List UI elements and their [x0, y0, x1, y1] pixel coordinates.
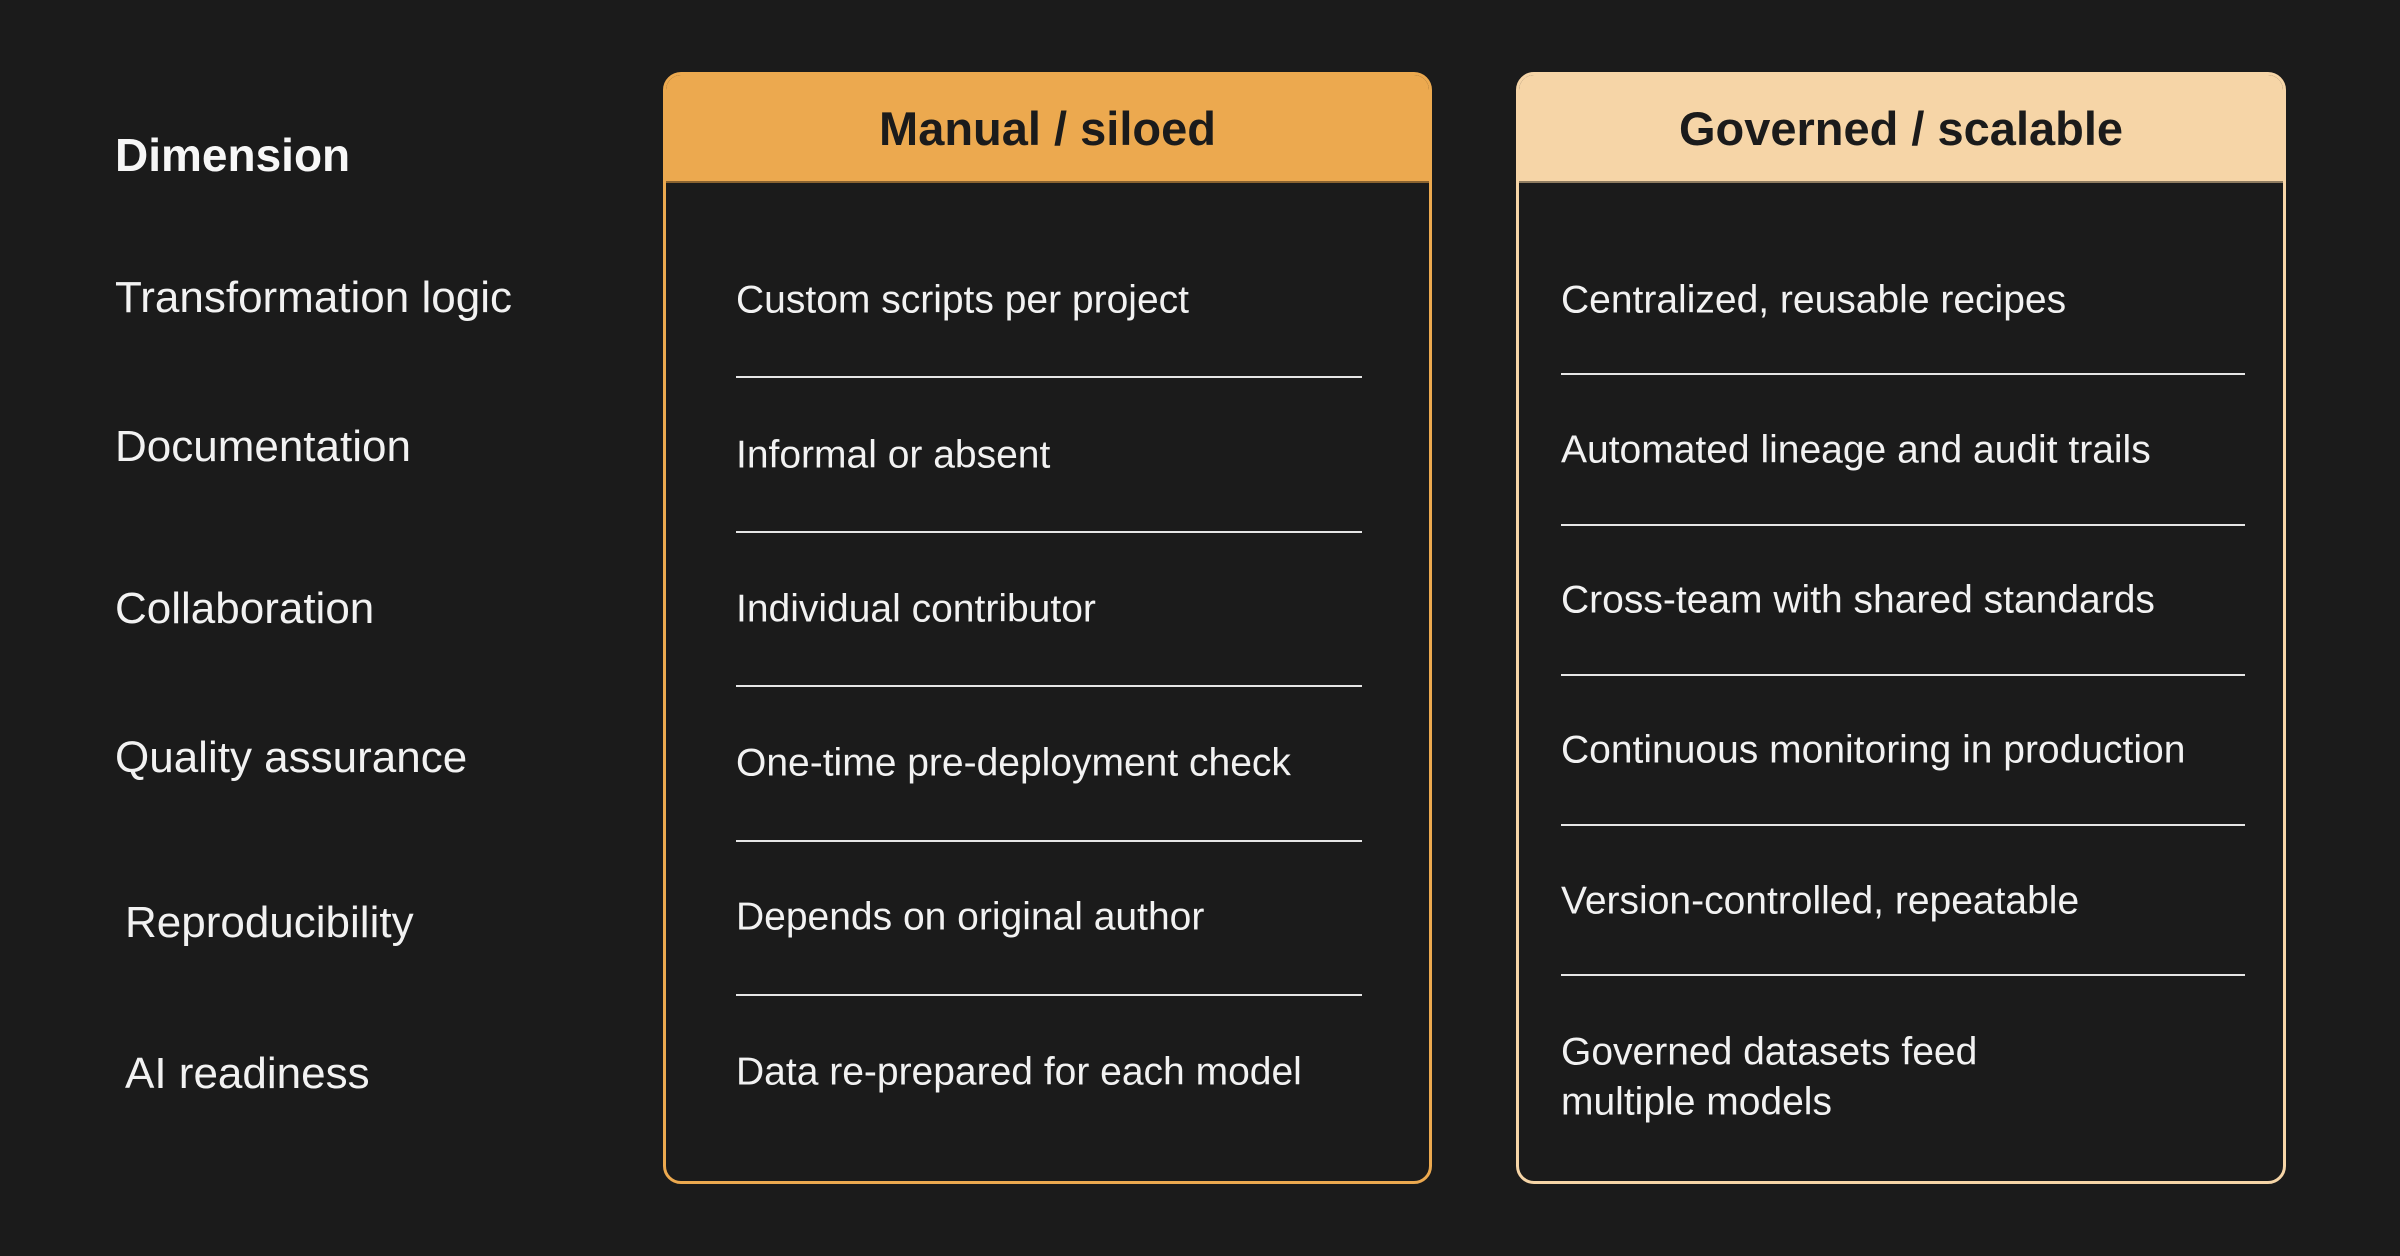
manual-cell-collaboration: Individual contributor	[736, 587, 1096, 631]
dimension-reproducibility: Reproducibility	[125, 898, 414, 947]
governed-cell-collaboration: Cross-team with shared standards	[1561, 578, 2155, 622]
governed-cell-reproducibility: Version-controlled, repeatable	[1561, 879, 2080, 923]
manual-siloed-header: Manual / siloed	[666, 75, 1429, 183]
governed-scalable-card: Governed / scalable Centralized, reusabl…	[1516, 72, 2286, 1184]
governed-cell-transformation: Centralized, reusable recipes	[1561, 278, 2067, 322]
governed-scalable-header: Governed / scalable	[1519, 75, 2283, 183]
row-divider	[1561, 674, 2245, 676]
row-divider	[736, 994, 1362, 996]
manual-cell-documentation: Informal or absent	[736, 433, 1051, 477]
row-divider	[736, 840, 1362, 842]
governed-cell-documentation: Automated lineage and audit trails	[1561, 428, 2151, 472]
row-divider	[1561, 974, 2245, 976]
row-divider	[736, 531, 1362, 533]
dimension-header: Dimension	[115, 129, 351, 181]
dimension-ai-readiness: AI readiness	[125, 1049, 370, 1098]
manual-cell-reproducibility: Depends on original author	[736, 895, 1205, 939]
row-divider	[1561, 524, 2245, 526]
manual-siloed-card: Manual / siloed Custom scripts per proje…	[663, 72, 1432, 1184]
dimension-collaboration: Collaboration	[115, 584, 375, 633]
governed-cell-ai-readiness-line1: Governed datasets feed	[1561, 1030, 1978, 1074]
row-divider	[736, 685, 1362, 687]
dimension-transformation-logic: Transformation logic	[115, 273, 512, 322]
governed-cell-quality: Continuous monitoring in production	[1561, 728, 2186, 772]
dimension-documentation: Documentation	[115, 422, 411, 471]
governed-cell-ai-readiness-line2: multiple models	[1561, 1080, 1832, 1124]
manual-cell-transformation: Custom scripts per project	[736, 278, 1189, 322]
row-divider	[1561, 824, 2245, 826]
row-divider	[736, 376, 1362, 378]
manual-cell-quality: One-time pre-deployment check	[736, 741, 1291, 785]
row-divider	[1561, 373, 2245, 375]
dimension-quality-assurance: Quality assurance	[115, 733, 468, 782]
manual-cell-ai-readiness: Data re-prepared for each model	[736, 1050, 1302, 1094]
